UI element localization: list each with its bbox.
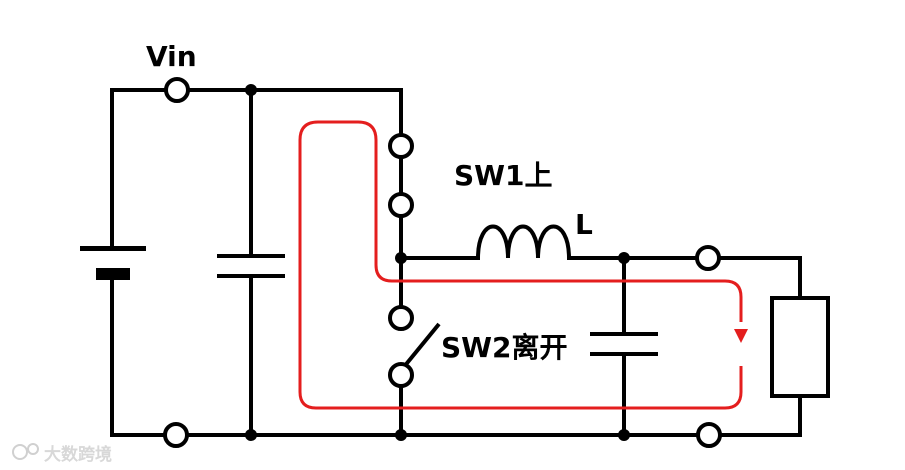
sw1-terminal-top (388, 133, 414, 159)
sw1-terminal-bottom (388, 192, 414, 218)
junction-dot (395, 429, 407, 441)
output-capacitor-plate-bottom (590, 352, 658, 356)
junction-dot (618, 429, 630, 441)
battery-symbol (80, 246, 146, 280)
vin-terminal (164, 77, 190, 103)
battery-negative-plate (96, 268, 130, 280)
inductor-l (476, 224, 571, 259)
current-path (298, 120, 743, 410)
output-terminal-negative (696, 422, 722, 448)
load-resistor (770, 296, 830, 398)
output-terminal-positive (695, 245, 721, 271)
inductor-label: L (575, 208, 593, 241)
current-direction-arrow-icon (734, 329, 748, 343)
junction-dot (395, 252, 407, 264)
watermark: 大数跨境 (12, 443, 112, 465)
sw1-label: SW1上 (454, 159, 553, 192)
battery-positive-plate (80, 246, 146, 251)
input-capacitor-plate-top (217, 254, 285, 258)
sw2-terminal-top (388, 305, 414, 331)
terminals (163, 77, 722, 448)
watermark-text: 大数跨境 (44, 444, 112, 465)
sw2-terminal-bottom (388, 362, 414, 388)
junction-dots (245, 84, 630, 441)
circuit-wires (110, 88, 802, 437)
sw2-label: SW2离开 (441, 331, 568, 364)
sw2-switch-blade (401, 322, 441, 370)
output-capacitor (590, 332, 658, 356)
ground-terminal (163, 422, 189, 448)
input-capacitor-plate-bottom (217, 274, 285, 278)
watermark-logo-icon (12, 443, 39, 460)
junction-dot (245, 429, 257, 441)
junction-dot (245, 84, 257, 96)
vin-label: Vin (146, 40, 197, 73)
input-capacitor (217, 254, 285, 278)
junction-dot (618, 252, 630, 264)
output-capacitor-plate-top (590, 332, 658, 336)
